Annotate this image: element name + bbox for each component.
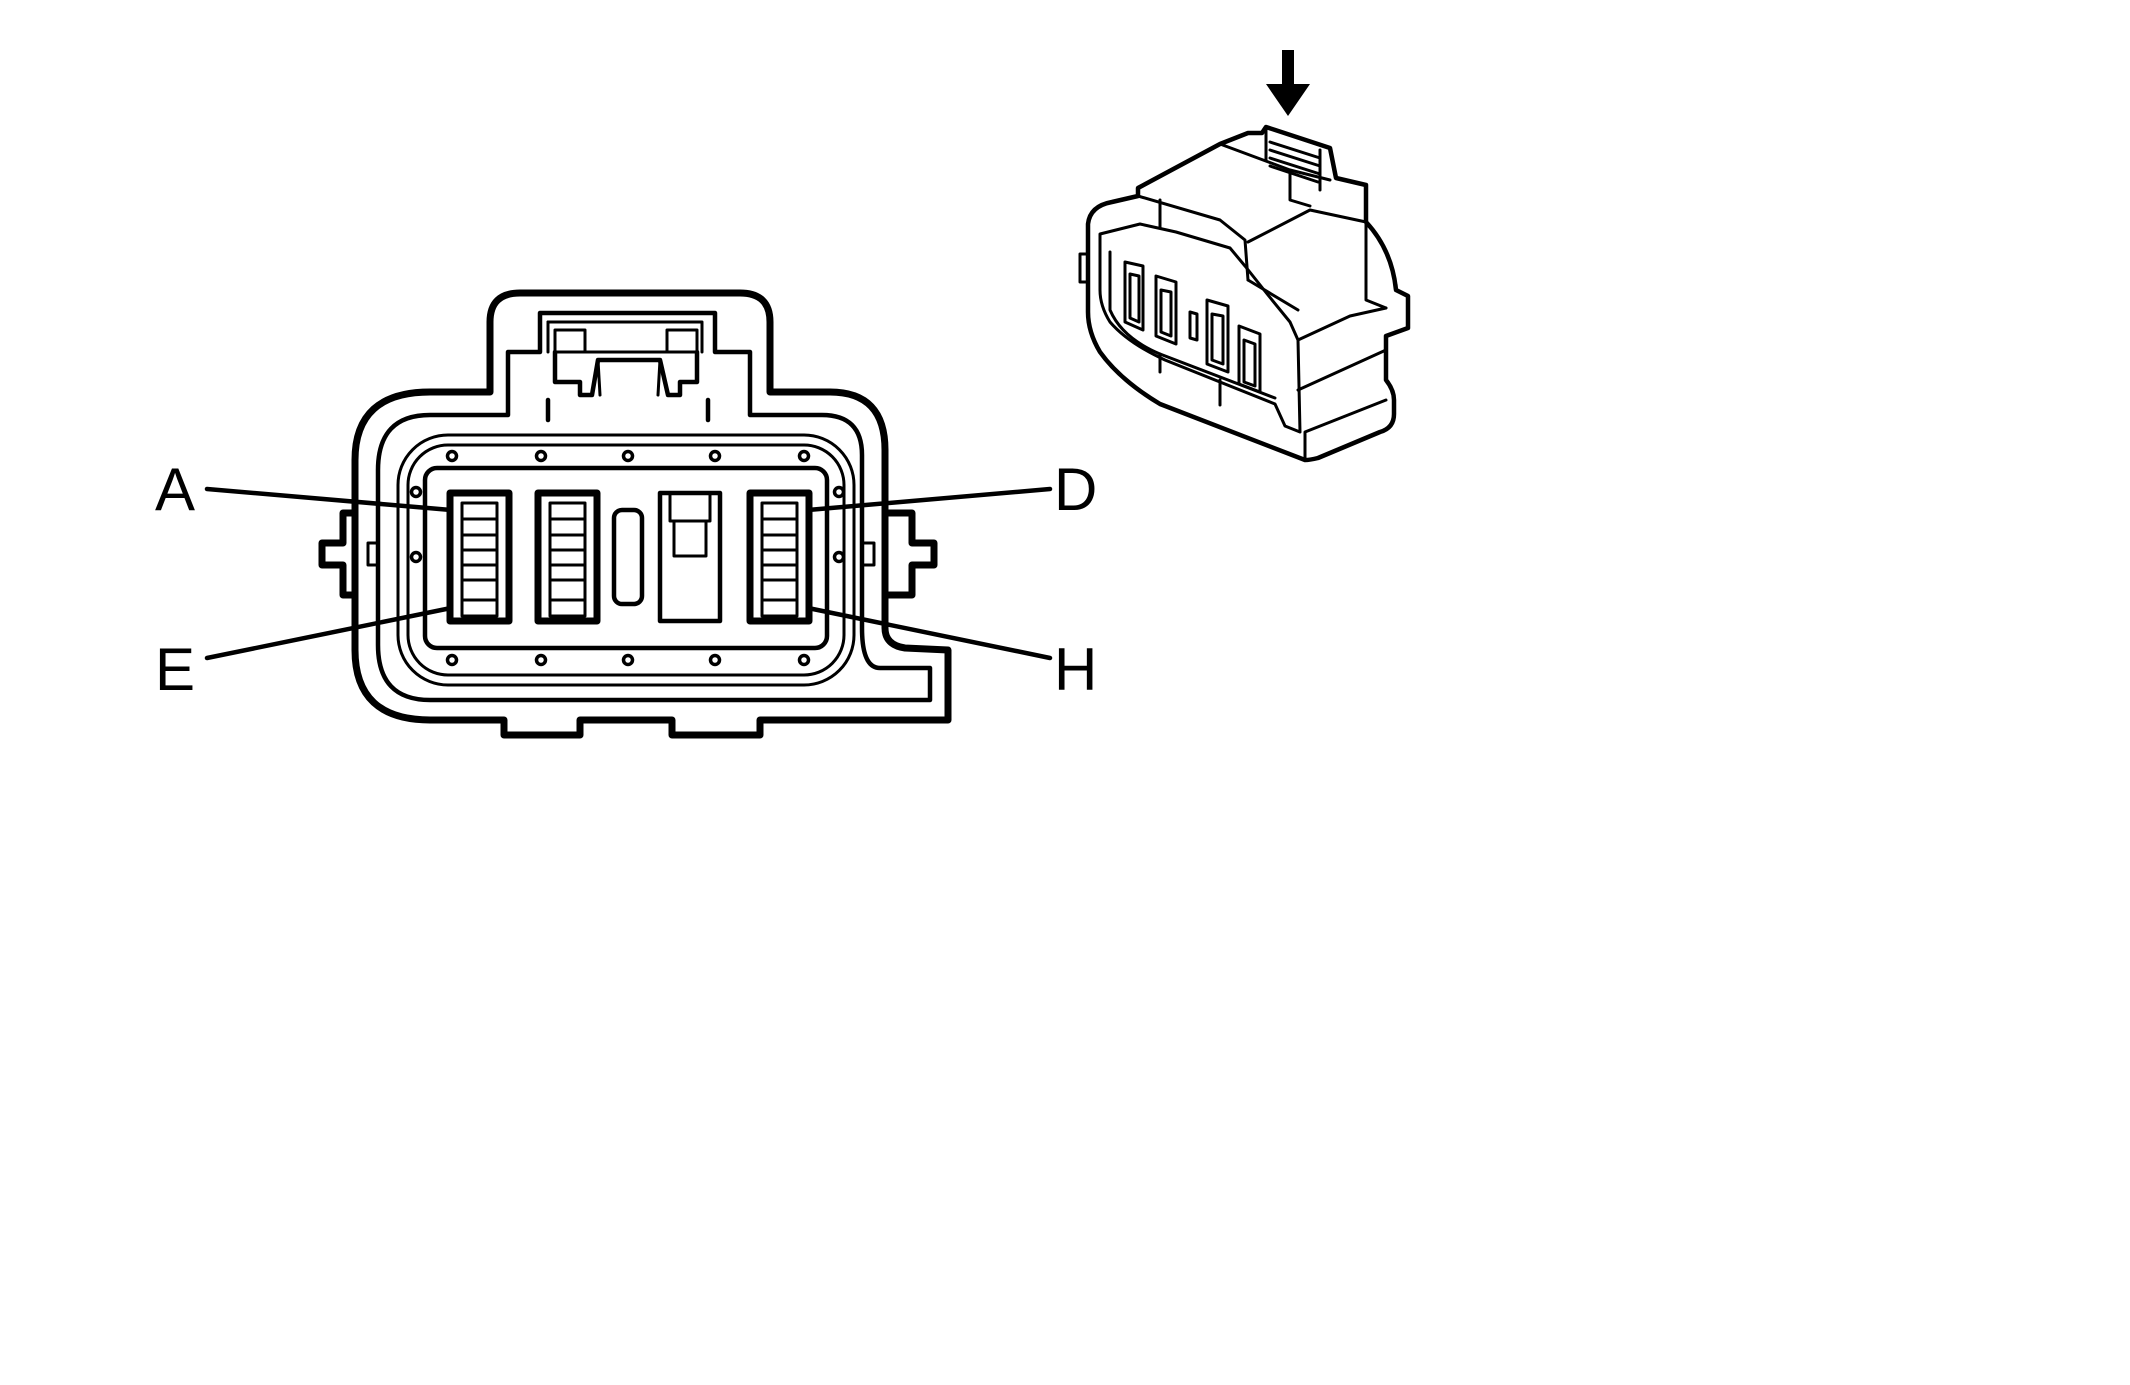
isometric-cavities [1123, 260, 1262, 394]
seal-ring-middle [406, 443, 846, 677]
connector-inner-outline [375, 310, 933, 703]
seal-ring-outer [396, 433, 856, 687]
terminal-cavity-c [657, 490, 723, 624]
arrow-down-icon [1266, 50, 1310, 116]
seal-ring-inner [422, 465, 830, 651]
pin-label-e: E [155, 636, 195, 703]
pin-callouts: A E D H [155, 456, 1097, 703]
terminal-cavity-d [746, 489, 813, 625]
connector-diagram: A E D H [155, 50, 1411, 739]
keying-slot [611, 507, 645, 607]
latch-ribs [1264, 125, 1322, 192]
connector-isometric-view [1078, 50, 1411, 463]
terminal-cavity-a [446, 489, 513, 625]
leader-line-d [805, 486, 1053, 513]
pin-label-d: D [1054, 456, 1097, 523]
seal-dots [409, 449, 846, 667]
latch-assembly [545, 320, 711, 423]
leader-line-a [204, 486, 454, 513]
terminal-cavity-b [534, 489, 601, 625]
leader-line-h [805, 605, 1053, 661]
connector-front-view [318, 289, 952, 739]
side-tab-right [860, 509, 938, 599]
pin-label-h: H [1054, 636, 1097, 703]
connector-outer-housing [351, 289, 952, 739]
pin-label-a: A [155, 456, 195, 523]
leader-line-e [204, 605, 454, 661]
side-tab-left [318, 509, 380, 599]
